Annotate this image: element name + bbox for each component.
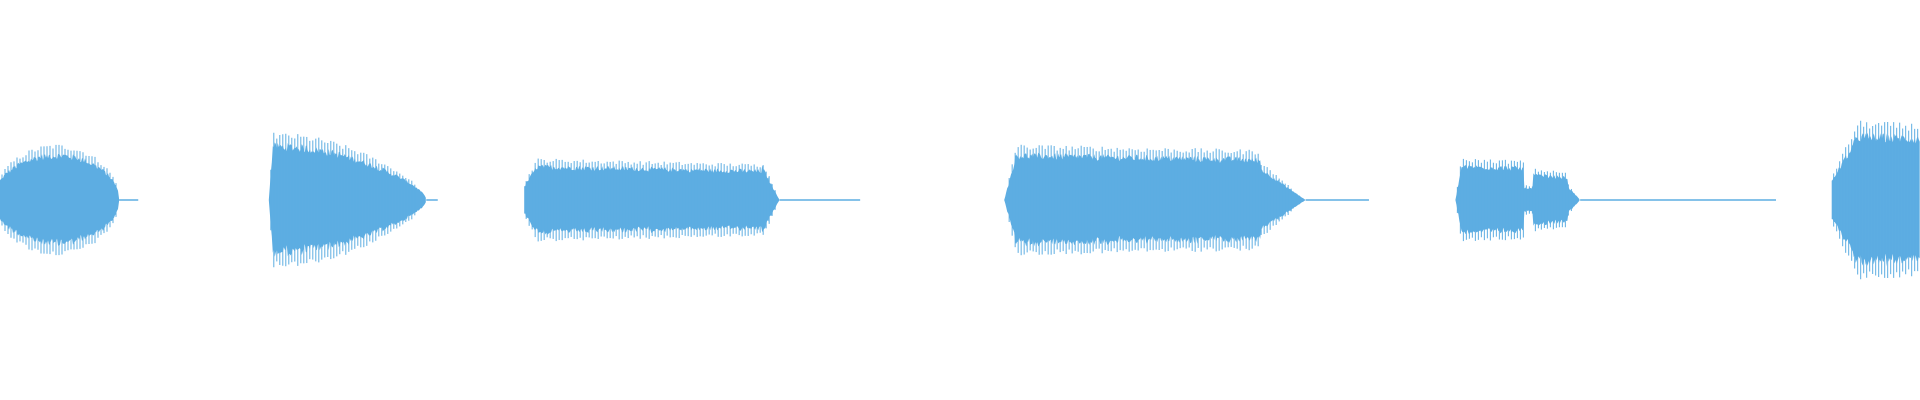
waveform-segment: [0, 144, 139, 256]
waveform-segment: [268, 132, 438, 268]
waveform-segment: [1455, 158, 1776, 242]
waveform-segment: [524, 158, 861, 242]
waveform-body: [1004, 152, 1306, 247]
waveform-body: [268, 142, 426, 257]
waveform-segments: [0, 120, 1920, 280]
waveform-segment: [1831, 120, 1920, 280]
waveform-segment: [1004, 144, 1369, 256]
